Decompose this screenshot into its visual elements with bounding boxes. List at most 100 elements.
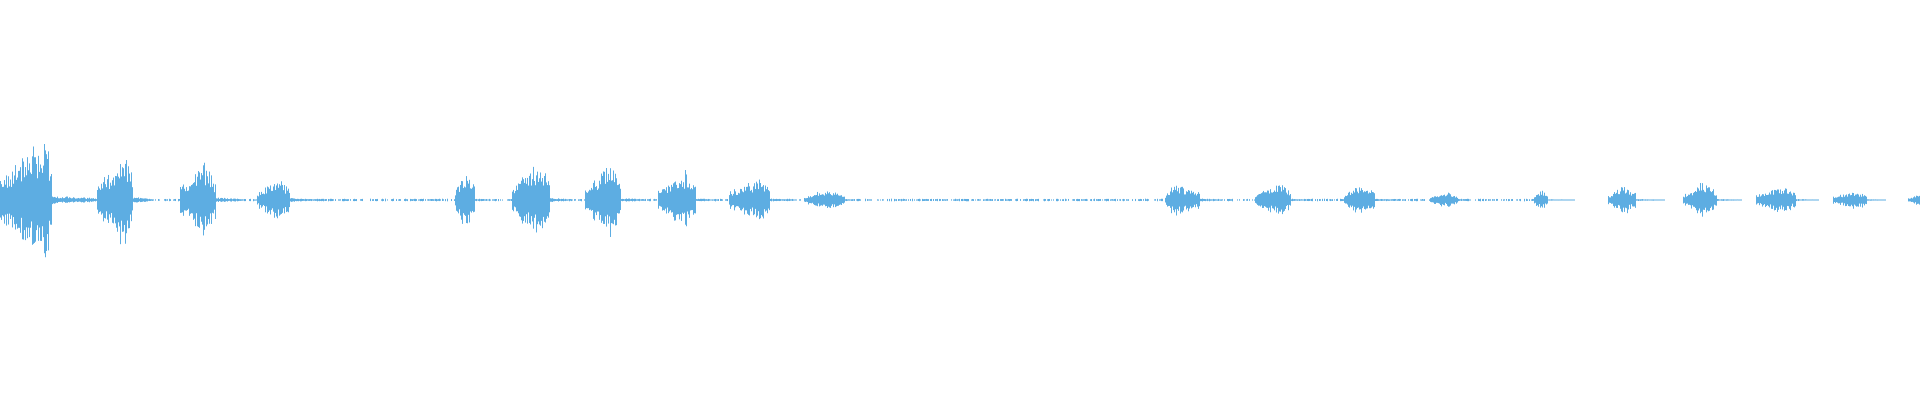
waveform-sample-bar [1497,198,1498,201]
waveform-sample-bar [1685,193,1686,206]
waveform-sample-bar [1230,199,1231,201]
waveform-sample-bar [454,199,455,201]
waveform-sample-bar [1799,199,1800,201]
waveform-sample-bar [502,199,503,201]
waveform-sample-bar [540,172,541,226]
waveform-sample-bar [1265,192,1266,207]
waveform-sample-bar [256,199,257,201]
waveform-sample-bar [478,199,479,201]
waveform-sample-bar [118,176,119,223]
waveform-sample-bar [1617,189,1618,208]
waveform-sample-bar [598,188,599,212]
waveform-sample-bar [41,168,42,241]
waveform-sample-bar [1762,194,1763,207]
waveform-sample-bar [1145,198,1146,202]
waveform-sample-bar [654,198,655,201]
waveform-sample-bar [1475,199,1476,201]
waveform-sample-bar [1329,199,1330,201]
waveform-sample-bar [1255,197,1256,203]
waveform-sample-bar [1205,199,1206,202]
waveform-sample-bar [1033,199,1034,202]
waveform-sample-bar [1074,199,1075,201]
waveform-sample-bar [1387,199,1388,201]
waveform-sample-bar [1368,193,1369,206]
waveform-sample-bar [400,199,401,201]
waveform-sample-bar [635,198,636,202]
waveform-sample-bar [96,199,97,201]
waveform-sample-bar [460,184,461,216]
waveform-sample-bar [325,199,326,202]
waveform-sample-bar [791,199,792,201]
waveform-sample-bar [1656,199,1657,201]
waveform-sample-bar [1113,199,1114,201]
waveform-sample-bar [143,198,144,202]
waveform-sample-bar [308,199,309,201]
waveform-sample-bar [457,187,458,212]
waveform-sample-bar [490,199,491,201]
waveform-sample-bar [1511,199,1512,201]
waveform-sample-bar [1157,198,1158,202]
waveform-sample-bar [477,199,478,201]
waveform-sample-bar [1424,199,1425,201]
waveform-sample-bar [1231,199,1232,201]
waveform-sample-bar [1627,189,1628,214]
waveform-sample-bar [19,170,20,228]
waveform-sample-bar [1464,199,1465,201]
waveform-sample-bar [1445,196,1446,203]
waveform-sample-bar [392,198,393,202]
waveform-sample-bar [1708,187,1709,212]
waveform-sample-bar [865,198,866,202]
waveform-sample-bar [1166,195,1167,205]
waveform-sample-bar [755,188,756,209]
waveform-sample-bar [707,199,708,201]
waveform-sample-bar [1869,199,1870,201]
waveform-sample-bar [33,146,34,244]
waveform-sample-bar [1327,198,1328,202]
waveform-sample-bar [1846,194,1847,206]
waveform-sample-bar [72,198,73,202]
waveform-sample-bar [1384,199,1385,201]
waveform-sample-bar [1568,199,1569,201]
waveform-sample-bar [1775,190,1776,210]
waveform-sample-bar [571,199,572,202]
waveform-sample-bar [300,198,301,202]
waveform-sample-bar [1177,191,1178,210]
waveform-sample-bar [730,191,731,209]
waveform-sample-bar [1881,199,1882,201]
waveform-sample-bar [148,199,149,201]
waveform-sample-bar [1909,198,1910,202]
waveform-sample-bar [785,199,786,201]
waveform-sample-bar [923,199,924,201]
waveform-sample-bar [259,192,260,209]
waveform-sample-bar [1172,192,1173,207]
waveform-sample-bar [726,199,727,201]
waveform-sample-bar [1527,199,1528,201]
waveform-sample-bar [1114,199,1115,201]
waveform-sample-bar [1382,199,1383,201]
waveform-sample-bar [1448,192,1449,207]
waveform-sample-bar [204,162,205,230]
waveform-sample-bar [88,198,89,202]
waveform-sample-bar [1254,199,1255,201]
waveform-sample-bar [963,199,964,201]
waveform-sample-bar [496,199,497,201]
waveform-sample-bar [1213,198,1214,202]
waveform-sample-bar [557,199,558,201]
waveform-sample-bar [1711,192,1712,207]
waveform-sample-bar [1110,199,1111,201]
waveform-sample-bar [1196,195,1197,205]
waveform-sample-bar [1546,195,1547,205]
waveform-sample-bar [355,199,356,201]
waveform-sample-bar [1359,187,1360,210]
waveform-sample-bar [1532,198,1533,201]
waveform-sample-bar [220,198,221,202]
waveform-sample-bar [362,198,363,202]
waveform-sample-bar [385,198,386,202]
waveform-sample-bar [50,176,51,225]
waveform-sample-bar [332,199,333,202]
waveform-sample-bar [1760,196,1761,204]
waveform-sample-bar [1036,199,1037,201]
waveform-sample-bar [1880,199,1881,201]
waveform-sample-bar [902,199,903,201]
waveform-sample-bar [1758,196,1759,204]
